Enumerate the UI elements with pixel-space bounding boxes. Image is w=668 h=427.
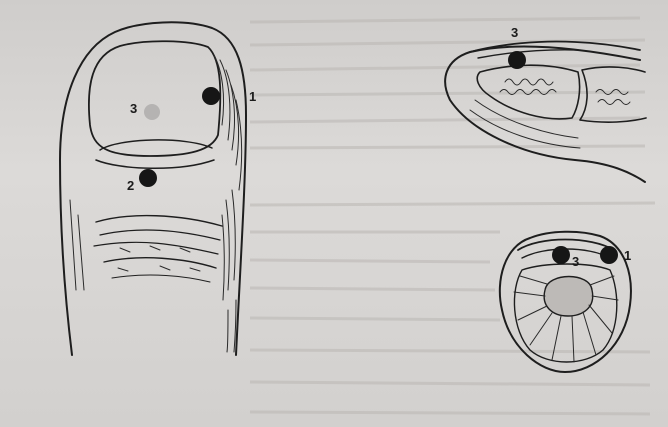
nail-plate <box>89 41 220 156</box>
background-text-lines <box>250 18 655 414</box>
cross-acupoint-3 <box>552 246 570 264</box>
label-1: 1 <box>249 89 256 104</box>
knuckle-creases <box>94 216 222 282</box>
lunula-line <box>100 140 212 150</box>
cross-section-bone <box>544 277 593 317</box>
cross-label-3: 3 <box>572 254 579 269</box>
cross-label-1: 1 <box>624 248 631 263</box>
label-2: 2 <box>127 178 134 193</box>
finger-side-view: 3 <box>445 25 646 182</box>
cuticle-line <box>96 160 214 168</box>
cross-acupoint-1 <box>600 246 618 264</box>
thumb-front-view: 1 2 3 <box>60 22 256 355</box>
middle-phalanx <box>580 67 646 122</box>
nail-edge-shading <box>214 55 242 190</box>
acupoint-1 <box>202 87 220 105</box>
side-label-3: 3 <box>511 25 518 40</box>
acupoint-2 <box>139 169 157 187</box>
side-pad-line <box>470 110 580 148</box>
side-nail-underline <box>478 50 578 58</box>
side-acupoint-3 <box>508 51 526 69</box>
finger-side-shading <box>70 190 236 352</box>
acupoint-3-faint <box>144 104 160 120</box>
label-3: 3 <box>130 101 137 116</box>
